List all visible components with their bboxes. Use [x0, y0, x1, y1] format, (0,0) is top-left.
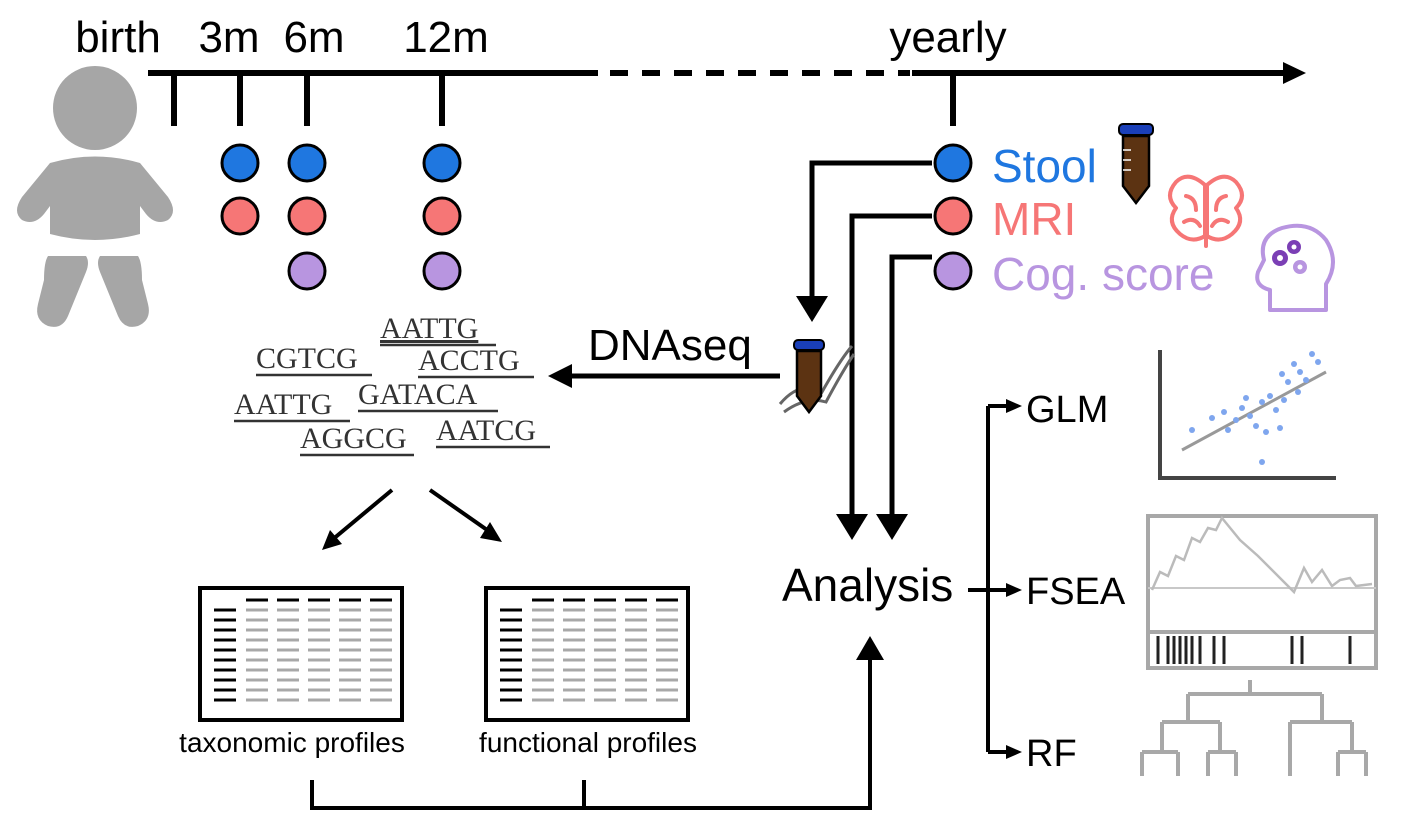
label-birth: birth: [75, 13, 161, 62]
seq-read: AGGCG: [300, 422, 407, 455]
seq-read: ACCTG: [418, 344, 520, 377]
seq-read: AATTG: [234, 388, 332, 421]
timeline-arrowhead: [1283, 62, 1306, 84]
dot-12m-mri: [422, 196, 462, 236]
dnaseq-label: DNAseq: [588, 321, 752, 370]
method-rf: RF: [1026, 733, 1077, 775]
label-6m: 6m: [283, 13, 344, 62]
baby-icon: [17, 66, 173, 327]
seq-read: AATTG: [380, 312, 478, 345]
taxonomic-label: taxonomic profiles: [179, 727, 405, 758]
timepoint-samples: [220, 143, 973, 291]
legend-stool: Stool: [992, 140, 1097, 192]
dot-3m-stool: [220, 143, 260, 183]
arrow-stool-to-dna: [809, 160, 932, 300]
dot-12m-stool: [422, 143, 462, 183]
sequence-reads: AATTG CGTCG ACCTG AATTG GATACA AGGCG AAT…: [234, 312, 550, 457]
seq-read: CGTCG: [256, 342, 358, 375]
dot-yearly-mri: [933, 196, 973, 236]
method-fsea: FSEA: [1026, 571, 1126, 613]
functional-label: functional profiles: [479, 727, 697, 758]
label-3m: 3m: [198, 13, 259, 62]
label-12m: 12m: [403, 13, 489, 62]
dot-6m-mri: [287, 196, 327, 236]
dot-6m-cog: [287, 251, 327, 291]
seq-read: GATACA: [358, 378, 478, 411]
scatter-plot-icon: [1158, 350, 1336, 480]
method-branches: [968, 404, 1010, 754]
enrichment-plot-icon: [1146, 514, 1378, 670]
dot-yearly-cog: [933, 251, 973, 291]
functional-table: [484, 586, 690, 722]
method-glm: GLM: [1026, 389, 1108, 431]
legend-cog: Cog. score: [992, 248, 1214, 300]
seq-read: AATCG: [436, 414, 536, 447]
taxonomic-table: [198, 586, 404, 722]
brain-icon: [1168, 174, 1244, 248]
dna-tube-icon: [778, 339, 856, 415]
measurement-arrows: [809, 160, 932, 520]
dot-6m-stool: [287, 143, 327, 183]
label-yearly: yearly: [889, 13, 1006, 62]
arrow-mri-to-analysis: [849, 213, 932, 520]
timeline: birth 3m 6m 12m yearly: [75, 13, 1306, 126]
head-gears-icon: [1255, 223, 1335, 312]
dot-yearly-stool: [933, 143, 973, 183]
dendrogram-icon: [1140, 680, 1368, 776]
analysis-label: Analysis: [782, 559, 953, 611]
arrow-cog-to-analysis: [889, 254, 932, 520]
profile-arrows: [330, 488, 492, 542]
dot-12m-cog: [422, 251, 462, 291]
legend-mri: MRI: [992, 193, 1076, 245]
profiles-to-analysis: [310, 654, 872, 810]
stool-tube-icon: [1118, 123, 1154, 206]
dot-3m-mri: [220, 196, 260, 236]
